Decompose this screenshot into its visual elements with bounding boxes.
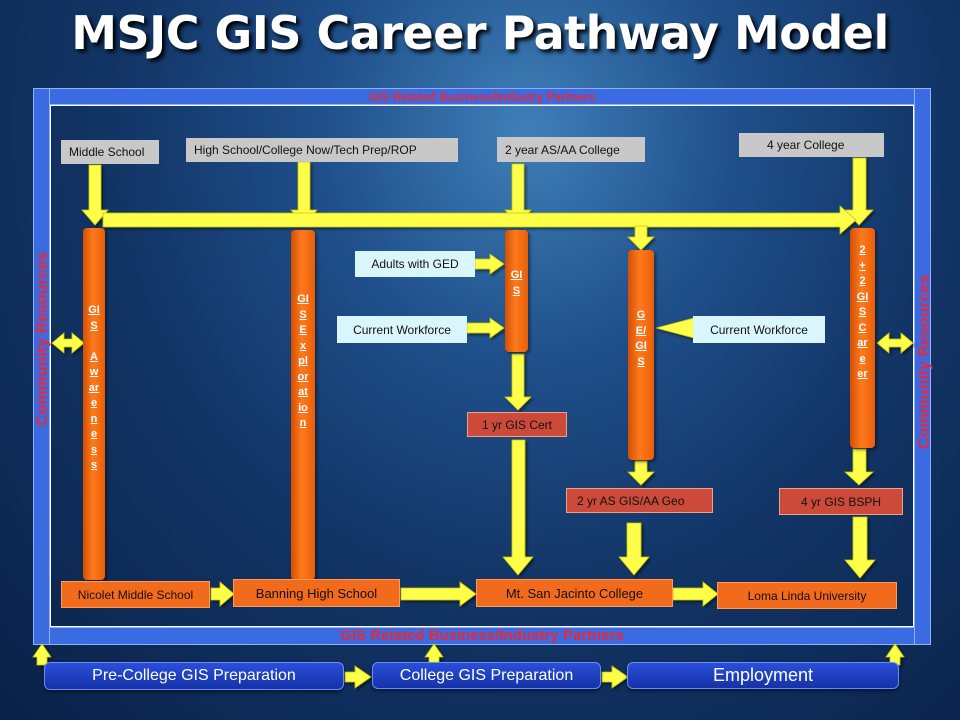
- input-workforce-left: Current Workforce: [337, 316, 467, 343]
- arrow-gis-to-cert: [504, 353, 532, 411]
- arrow-right-resources: [876, 332, 914, 354]
- outcome-gis-bsph: 4 yr GIS BSPH: [779, 488, 903, 515]
- partners-bottom-label: GIS Related Business/Industry Partners: [340, 627, 624, 644]
- arrow-up-right: [885, 643, 905, 666]
- arrow-down-middle-school: [81, 164, 109, 226]
- institution-nicolet: Nicolet Middle School: [61, 581, 210, 608]
- arrow-nicolet-to-banning: [210, 581, 235, 607]
- pillar-ge-gis: GE/GIS: [628, 250, 654, 460]
- pillar-career: 2+2GISCareer: [850, 228, 875, 448]
- stage-middle-school: Middle School: [61, 140, 159, 164]
- frame-right-bar: [914, 88, 931, 645]
- arrow-horizontal-main: [102, 205, 857, 235]
- arrow-gege-to-as: [627, 460, 655, 486]
- arrow-college-to-employment: [601, 665, 629, 689]
- institution-banning: Banning High School: [233, 579, 400, 607]
- arrow-banning-to-msjc: [400, 581, 477, 607]
- pillar-gis-label: GIS: [510, 269, 523, 297]
- arrow-cert-to-msjc: [502, 439, 534, 576]
- arrow-adults-to-gis: [474, 253, 505, 275]
- pillar-career-label: 2+2GISCareer: [856, 244, 869, 380]
- employment-button[interactable]: Employment: [627, 662, 899, 689]
- input-adults-ged: Adults with GED: [355, 251, 475, 277]
- institution-loma-linda: Loma Linda University: [717, 582, 897, 609]
- arrow-as-to-msjc: [618, 522, 650, 576]
- arrow-down-four-year: [844, 157, 874, 226]
- stage-four-year: 4 year College: [739, 133, 884, 157]
- outcome-gis-cert: 1 yr GIS Cert: [467, 412, 567, 437]
- arrow-bsph-to-loma: [844, 516, 876, 579]
- partners-top-label: GIS Related Business/Industry Partners: [368, 90, 596, 104]
- pillar-gis-awareness: GIS Awareness: [83, 228, 105, 580]
- institution-msjc: Mt. San Jacinto College: [476, 579, 673, 607]
- pre-college-prep-button[interactable]: Pre-College GIS Preparation: [44, 662, 344, 690]
- arrow-pre-to-college: [344, 665, 372, 689]
- page-title: MSJC GIS Career Pathway Model: [71, 6, 889, 60]
- inner-frame: [50, 105, 914, 627]
- pillar-gis-exploration: GISExploration: [291, 230, 315, 580]
- stage-two-year: 2 year AS/AA College: [497, 137, 645, 162]
- outcome-as-gis-geo: 2 yr AS GIS/AA Geo: [566, 488, 713, 513]
- arrow-msjc-to-loma: [672, 581, 719, 607]
- input-workforce-right: Current Workforce: [693, 316, 825, 343]
- pillar-gis-awareness-label: GIS Awareness: [88, 304, 100, 471]
- college-prep-button[interactable]: College GIS Preparation: [372, 662, 601, 689]
- stage-high-school: High School/College Now/Tech Prep/ROP: [186, 138, 458, 162]
- pillar-ge-gis-label: GE/GIS: [635, 309, 647, 368]
- arrow-workforce-to-gis: [466, 317, 505, 339]
- arrow-left-resources: [51, 332, 85, 354]
- arrow-career-to-bsph: [843, 448, 875, 486]
- pillar-gis-exploration-label: GISExploration: [297, 293, 309, 429]
- arrow-down-ge-gis: [627, 225, 655, 251]
- pillar-gis: GIS: [505, 230, 528, 352]
